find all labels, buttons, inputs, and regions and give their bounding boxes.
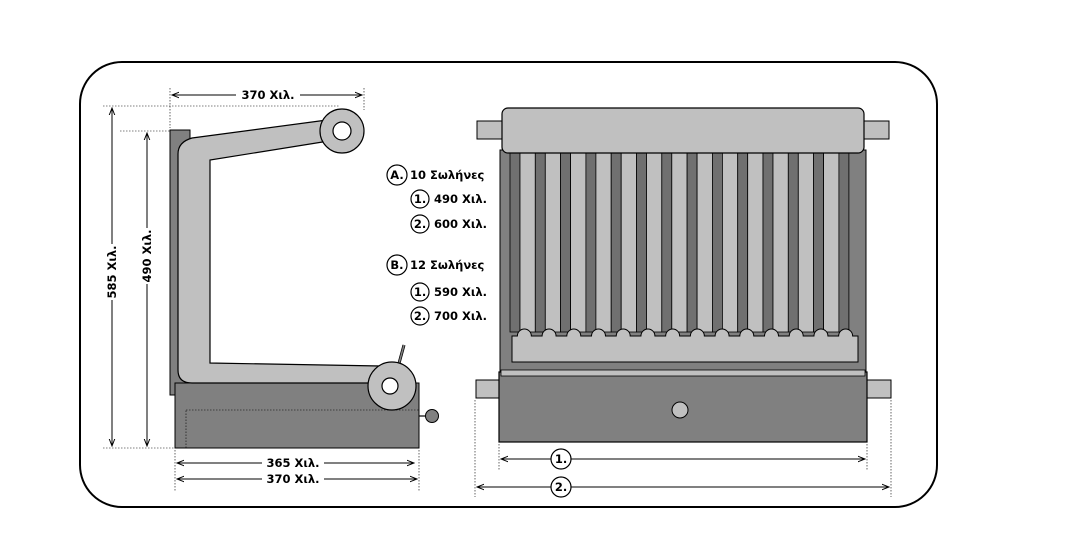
legend-group-b-marker: B. <box>390 258 403 272</box>
tube <box>646 149 663 333</box>
tube-shadow <box>712 149 723 333</box>
front-header-stub-left <box>476 120 503 140</box>
front-width-marker-2: 2. <box>555 480 567 494</box>
legend-b2-marker: 2. <box>414 309 426 323</box>
front-tubes <box>509 149 850 333</box>
side-valve-knob <box>425 409 439 423</box>
dim-base-width-inner: 365 Χιλ. <box>266 456 319 470</box>
tube <box>570 149 587 333</box>
tube-shadow <box>585 149 597 333</box>
tube-shadow <box>661 149 673 333</box>
front-header-stub-right <box>863 120 890 140</box>
tube <box>671 149 688 333</box>
tube <box>722 149 739 333</box>
front-width-marker-1: 1. <box>555 452 567 466</box>
tube-shadow <box>686 149 698 333</box>
legend-a1-marker: 1. <box>414 192 426 206</box>
tube <box>747 149 764 333</box>
legend-group-b-label: 12 Σωλήνες <box>410 258 485 272</box>
front-tank-stub-left <box>475 379 502 399</box>
tube-shadow <box>737 149 749 333</box>
dim-height-outer: 585 Χιλ. <box>105 245 119 298</box>
tube-shadow <box>636 149 647 333</box>
legend: A. 10 Σωλήνες 1. 490 Χιλ. 2. 600 Χιλ. B.… <box>386 164 487 326</box>
tube-shadow <box>534 149 546 333</box>
legend-group-a-label: 10 Σωλήνες <box>410 168 485 182</box>
tube <box>620 149 637 333</box>
legend-a1-label: 490 Χιλ. <box>434 192 487 206</box>
front-tank-stub-right <box>865 379 892 399</box>
tube-shadow <box>762 149 774 333</box>
legend-a2-marker: 2. <box>414 217 426 231</box>
tube <box>772 149 789 333</box>
dim-height-inner: 490 Χιλ. <box>140 229 154 282</box>
legend-b1-marker: 1. <box>414 285 426 299</box>
front-view: 1. 2. <box>474 107 892 498</box>
front-top-header <box>501 107 865 154</box>
tube <box>595 149 612 333</box>
dim-top-width: 370 Χιλ. <box>241 88 294 102</box>
legend-group-a-marker: A. <box>390 168 403 182</box>
legend-a2-label: 600 Χιλ. <box>434 217 487 231</box>
tube-shadow <box>813 149 824 333</box>
side-view: 370 Χιλ. 585 Χιλ. 490 Χιλ. 365 Χιλ. 370 … <box>103 87 439 492</box>
tube-shadow <box>509 149 521 333</box>
tube <box>823 149 840 333</box>
tube-shadow <box>610 149 622 333</box>
tube-shadow <box>560 149 571 333</box>
dim-base-width-outer: 370 Χιλ. <box>266 472 319 486</box>
tube-shadow <box>787 149 799 333</box>
legend-b2-label: 700 Χιλ. <box>434 309 487 323</box>
front-tank-plug <box>671 401 689 419</box>
tube <box>797 149 814 333</box>
front-reflector-band <box>511 328 859 363</box>
tube-shadow <box>838 149 850 333</box>
tube <box>544 149 561 333</box>
tube <box>519 149 536 333</box>
legend-b1-label: 590 Χιλ. <box>434 285 487 299</box>
tube <box>696 149 713 333</box>
